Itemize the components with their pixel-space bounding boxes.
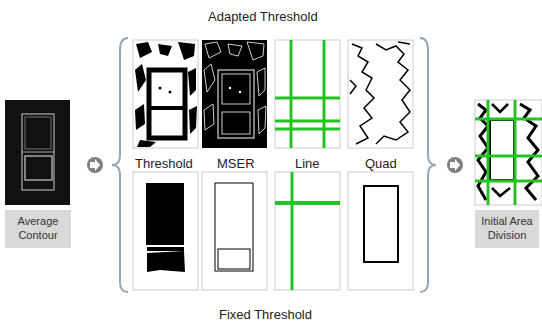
adapted-mser-image xyxy=(202,40,267,148)
column-label: Line xyxy=(295,157,320,171)
adapted-quad-image xyxy=(348,40,413,148)
right-brace xyxy=(420,38,436,292)
caption-text: Initial Area Division xyxy=(478,215,536,243)
left-brace xyxy=(112,38,128,292)
column-label: Quad xyxy=(365,157,397,171)
caption-box: Initial Area Division xyxy=(475,210,539,248)
fixed-mser-image xyxy=(202,172,267,290)
adapted-threshold-image xyxy=(133,40,198,148)
initial-division-image xyxy=(475,100,542,205)
column-label: MSER xyxy=(217,157,255,171)
caption-box: Average Contour xyxy=(5,210,71,248)
row-title: Fixed Threshold xyxy=(219,308,312,322)
fixed-quad-image xyxy=(348,172,413,290)
fixed-threshold-image xyxy=(133,172,198,290)
adapted-line-image xyxy=(275,40,340,148)
row-title: Adapted Threshold xyxy=(208,10,318,24)
arrow-icon xyxy=(447,157,463,173)
fixed-line-image xyxy=(275,172,340,290)
caption-text: Average Contour xyxy=(8,215,68,243)
average-contour-image xyxy=(5,100,70,205)
column-label: Threshold xyxy=(135,157,193,171)
arrow-icon xyxy=(87,157,103,173)
